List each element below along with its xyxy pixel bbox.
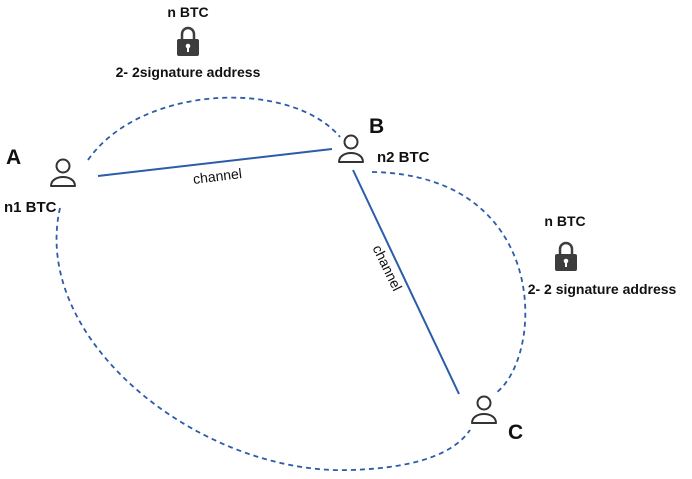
dashed-arc-b-c <box>371 171 527 394</box>
node-a-label: A <box>6 146 21 169</box>
dashed-arc-a-c <box>55 207 471 471</box>
node-b-label: B <box>369 115 384 138</box>
lock-right-amount: n BTC <box>544 213 585 229</box>
lock-icon <box>177 26 199 56</box>
node-b-amount: n2 BTC <box>377 149 430 166</box>
node-c-label: C <box>508 421 523 444</box>
channel-line-a-b <box>97 148 333 177</box>
lock-icon <box>555 241 577 271</box>
channel-line-b-c <box>352 169 460 395</box>
node-a-amount: n1 BTC <box>4 199 57 216</box>
dashed-arc-a-b <box>87 96 341 161</box>
lock-top-caption: 2- 2signature address <box>116 64 261 80</box>
channel-label-ab: channel <box>192 165 243 187</box>
user-icon <box>338 134 364 163</box>
user-icon <box>50 158 76 187</box>
lock-right-caption: 2- 2 signature address <box>528 281 677 297</box>
user-icon <box>471 395 497 424</box>
lock-top-amount: n BTC <box>167 4 208 20</box>
